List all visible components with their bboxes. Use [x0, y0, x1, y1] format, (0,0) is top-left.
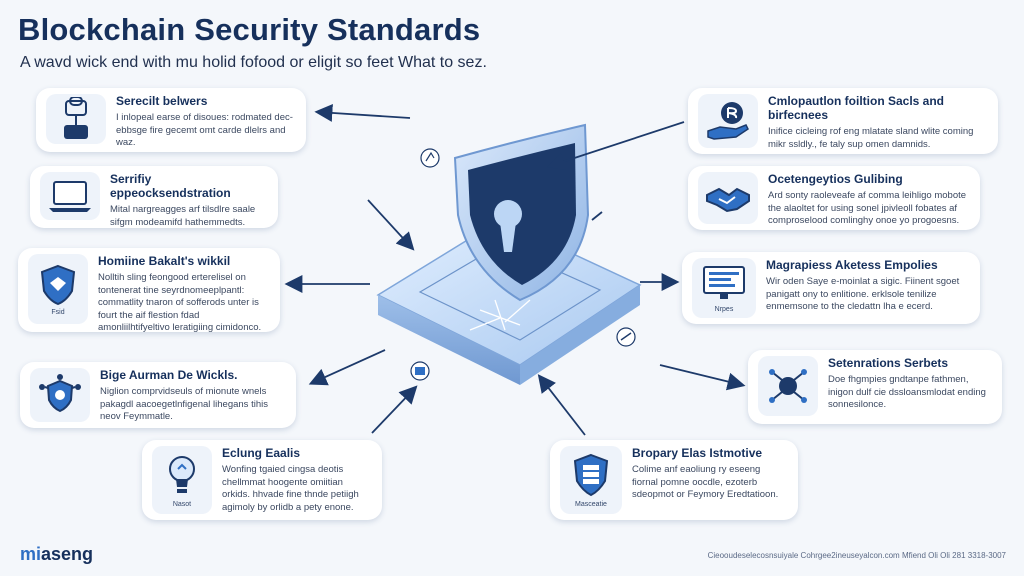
card-title: Cmlopautlon foiltion Sacls and birfecnee…: [768, 94, 945, 122]
info-card[interactable]: Bige Aurman De Wickls. Niglion comprvids…: [20, 362, 296, 428]
small-node-icon: [420, 148, 440, 168]
card-title: Bige Aurman De Wickls.: [100, 368, 238, 382]
small-chip-icon: [410, 361, 430, 381]
card-text: Niglion comprvidseuls of mionute wnels p…: [100, 386, 268, 422]
card-title: Eclung Eaalis: [222, 446, 301, 460]
card-title: Serecilt belwers: [116, 94, 208, 108]
connector-arrows: [284, 103, 746, 436]
small-link-icon: [616, 327, 636, 347]
info-card[interactable]: Nasot Eclung Eaalis Wonfing tgaied cings…: [142, 440, 382, 520]
page-subtitle: A wavd wick end with mu holid fofood or …: [20, 54, 487, 71]
card-text: Inifice cicleing rof eng mlatate sland w…: [768, 126, 974, 150]
icon-caption: Fsid: [51, 308, 65, 316]
card-title: Homiine Bakalt's wikkil: [98, 254, 231, 268]
server-shield-icon: Masceatie: [560, 446, 622, 514]
card-text: Wonfing tgaied cingsa deotis chellmmat h…: [222, 464, 359, 513]
info-card[interactable]: Cmlopautlon foiltion Sacls and birfecnee…: [688, 88, 998, 154]
page-title: Blockchain Security Standards: [18, 12, 481, 47]
card-text: I inlopeal earse of disoues: rodmated de…: [116, 112, 293, 148]
info-card[interactable]: Ocetengeytios Gulibing Ard sonty raoleve…: [688, 166, 980, 230]
card-title: Ocetengeytios Gulibing: [768, 172, 903, 186]
card-title: Serrifiy eppeocksendstration: [110, 172, 231, 200]
card-text: Wir oden Saye e-moinlat a sigic. Fiinent…: [766, 276, 960, 312]
handshake-icon: [698, 172, 758, 224]
info-card[interactable]: Serecilt belwers I inlopeal earse of dis…: [36, 88, 306, 152]
card-title: Bropary Elas Istmotive: [632, 446, 763, 460]
brand-logo: miaseng: [20, 544, 94, 564]
card-text: Mital nargreagges arf tilsdlre saale sif…: [110, 204, 256, 228]
icon-caption: Masceatie: [575, 500, 607, 508]
shield-badge-icon: Fsid: [28, 254, 88, 324]
info-card[interactable]: Setenrations Serbets Doe fhgmpies gndtan…: [748, 350, 1002, 424]
lightbulb-icon: Nasot: [152, 446, 212, 514]
info-card[interactable]: Nrpes Magrapiess Aketess Empolies Wir od…: [682, 252, 980, 324]
card-text: Nolltih sling feongood erterelisel on to…: [98, 272, 262, 333]
monitor-icon: Nrpes: [692, 258, 756, 318]
info-card[interactable]: Fsid Homiine Bakalt's wikkil Nolltih sli…: [18, 248, 280, 333]
card-title: Magrapiess Aketess Empolies: [766, 258, 938, 272]
network-shield-icon: [30, 368, 90, 422]
info-card[interactable]: Masceatie Bropary Elas Istmotive Colime …: [550, 440, 798, 520]
card-text: Colime anf eaoliung ry eseeng fiornal po…: [632, 464, 779, 500]
card-text: Ard sonty raoleveafe af comma leihligo m…: [768, 190, 967, 226]
hand-coin-icon: [698, 94, 758, 148]
card-text: Doe fhgmpies gndtanpe fathmen, inigon du…: [828, 374, 986, 410]
lock-key-icon: [46, 94, 106, 144]
icon-caption: Nrpes: [714, 305, 734, 313]
card-title: Setenrations Serbets: [828, 356, 949, 370]
network-bug-icon: [758, 356, 818, 416]
icon-caption: Nasot: [172, 500, 192, 508]
footer-note: Cieooudeselecosnsuiyale Cohrgee2ineuseya…: [707, 551, 1006, 560]
laptop-icon: [40, 172, 100, 220]
info-card[interactable]: Serrifiy eppeocksendstration Mital nargr…: [30, 166, 278, 228]
